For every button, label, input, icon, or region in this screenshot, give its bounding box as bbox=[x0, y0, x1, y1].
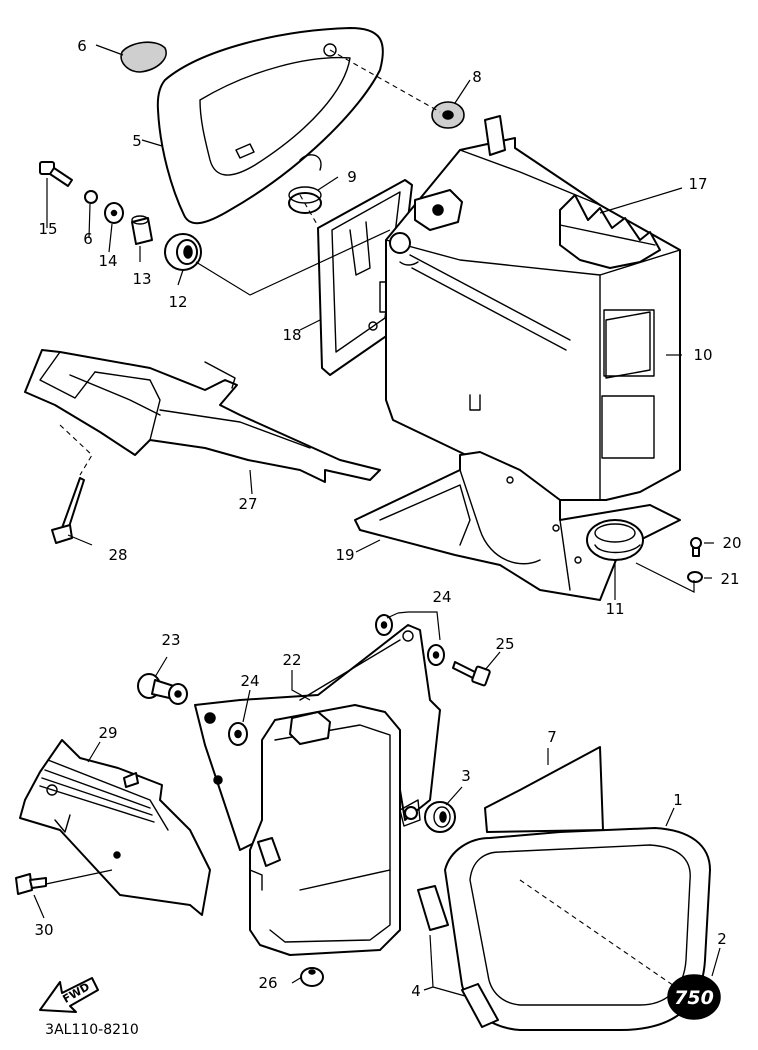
plate-part-7 bbox=[484, 746, 604, 833]
label-9: 9 bbox=[347, 168, 357, 186]
bolt-part-15 bbox=[39, 161, 73, 187]
label-26: 26 bbox=[258, 974, 277, 992]
bolt-part-23 bbox=[137, 673, 188, 705]
washer-part-6-small bbox=[84, 190, 98, 204]
bolt-part-20 bbox=[690, 537, 702, 557]
label-1: 1 bbox=[673, 791, 683, 809]
part-labels: 6 5 8 9 17 10 18 15 6 14 13 12 27 28 19 … bbox=[34, 37, 741, 1000]
label-24-left: 24 bbox=[240, 672, 259, 690]
grommet-part-3 bbox=[424, 801, 456, 833]
dampers-part-4 bbox=[417, 885, 499, 1028]
label-3: 3 bbox=[461, 767, 471, 785]
reference-code: 3AL110-8210 bbox=[45, 1022, 139, 1038]
washers-part-24-top bbox=[375, 614, 445, 666]
label-28: 28 bbox=[108, 546, 127, 564]
label-4: 4 bbox=[411, 982, 421, 1000]
label-12: 12 bbox=[168, 293, 187, 311]
collar-part-13 bbox=[131, 215, 153, 245]
label-23: 23 bbox=[161, 631, 180, 649]
tray-part-27 bbox=[24, 349, 381, 483]
label-30: 30 bbox=[34, 921, 53, 939]
battery-box bbox=[249, 704, 401, 956]
label-2: 2 bbox=[717, 930, 727, 948]
bolt-part-30 bbox=[15, 873, 47, 895]
grommet-part-12 bbox=[164, 233, 202, 271]
label-13: 13 bbox=[132, 270, 151, 288]
leader-lines bbox=[33, 44, 721, 997]
label-25: 25 bbox=[495, 635, 514, 653]
tool-box-part-10 bbox=[385, 115, 681, 501]
label-20: 20 bbox=[722, 534, 741, 552]
label-27: 27 bbox=[238, 495, 257, 513]
emblem-part-2: 750 bbox=[667, 974, 721, 1020]
label-17: 17 bbox=[688, 175, 707, 193]
damper-part-9 bbox=[288, 186, 322, 214]
label-10: 10 bbox=[693, 346, 712, 364]
label-5: 5 bbox=[132, 132, 142, 150]
side-cover-part-1 bbox=[444, 827, 711, 1031]
label-11: 11 bbox=[605, 600, 624, 618]
grommet-part-6-top bbox=[120, 41, 167, 73]
label-8: 8 bbox=[472, 68, 482, 86]
label-6-small: 6 bbox=[83, 230, 93, 248]
label-21: 21 bbox=[720, 570, 739, 588]
fwd-arrow-icon: FWD bbox=[39, 977, 99, 1013]
label-14: 14 bbox=[98, 252, 117, 270]
emblem-text: 750 bbox=[674, 987, 714, 1009]
nut-part-21 bbox=[687, 571, 703, 583]
label-15: 15 bbox=[38, 220, 57, 238]
grommet-part-11 bbox=[586, 519, 644, 561]
grommet-part-8 bbox=[431, 101, 465, 129]
label-7: 7 bbox=[547, 728, 557, 746]
left-cover-part-29 bbox=[19, 739, 211, 916]
label-18: 18 bbox=[282, 326, 301, 344]
label-22: 22 bbox=[282, 651, 301, 669]
side-cover-upper-part-5 bbox=[156, 27, 384, 225]
washer-part-14 bbox=[104, 202, 124, 224]
label-24-top: 24 bbox=[432, 588, 451, 606]
label-19: 19 bbox=[335, 546, 354, 564]
label-6-top: 6 bbox=[77, 37, 87, 55]
screw-part-28 bbox=[51, 477, 85, 544]
label-29: 29 bbox=[98, 724, 117, 742]
grommet-part-26 bbox=[300, 967, 324, 987]
bolt-part-25 bbox=[452, 661, 491, 687]
washer-part-24-left bbox=[228, 722, 248, 746]
lower-mount-part-19 bbox=[354, 451, 681, 601]
